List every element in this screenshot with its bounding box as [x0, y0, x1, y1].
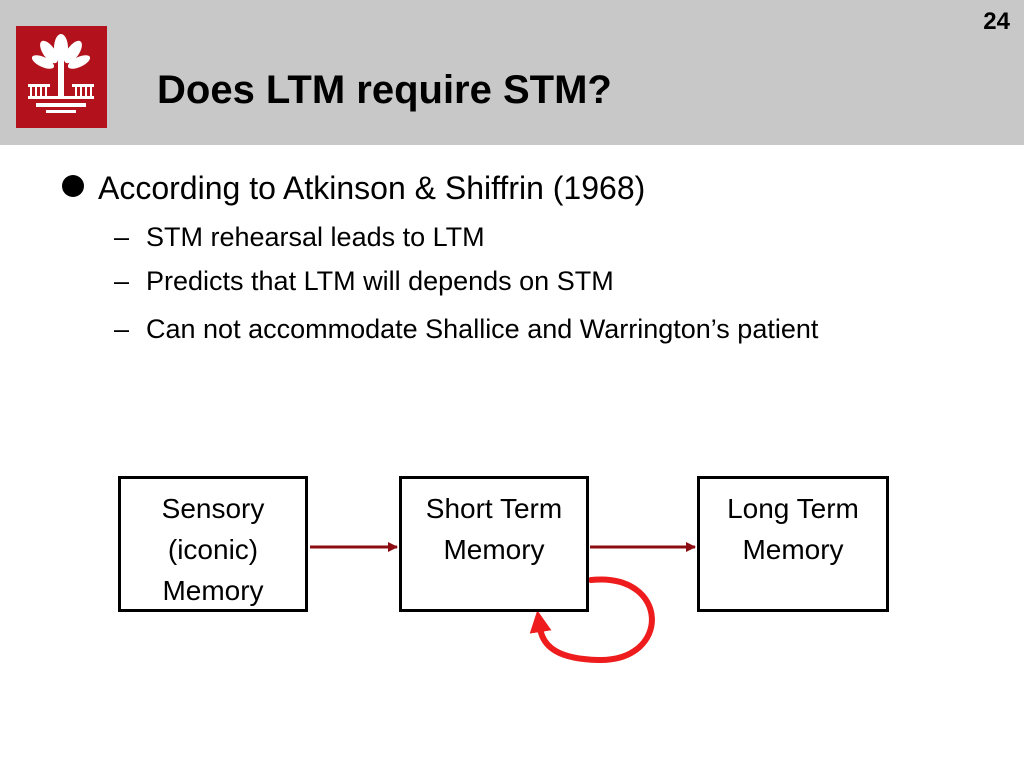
- slide-header: Does LTM require STM? 24: [0, 0, 1024, 145]
- dash-icon: –: [114, 266, 130, 296]
- box-label-line: Long Term: [727, 493, 859, 524]
- main-bullet-text: According to Atkinson & Shiffrin (1968): [98, 170, 646, 206]
- sensory-memory-box: Sensory (iconic) Memory: [118, 476, 308, 612]
- short-term-memory-box: Short Term Memory: [399, 476, 589, 612]
- box-label-line: (iconic): [167, 534, 259, 565]
- rehearsal-loop-arrow: [529, 576, 655, 664]
- dash-icon: –: [114, 222, 130, 252]
- sub-bullet-text: STM rehearsal leads to LTM: [146, 222, 485, 252]
- box-label-line: Memory: [162, 575, 264, 606]
- sub-bullet-text: Predicts that LTM will depends on STM: [146, 266, 614, 296]
- main-bullet: According to Atkinson & Shiffrin (1968): [62, 168, 645, 208]
- sub-bullet-3: – Can not accommodate Shallice and Warri…: [114, 314, 906, 345]
- slide-title: Does LTM require STM?: [157, 68, 612, 112]
- dash-icon: –: [114, 314, 130, 344]
- sub-bullet-1: – STM rehearsal leads to LTM: [114, 222, 906, 253]
- page-number: 24: [983, 8, 1010, 35]
- palmetto-seal-icon: [16, 26, 107, 128]
- box-label-line: Memory: [742, 534, 844, 565]
- sub-bullet-text: Can not accommodate Shallice and Warring…: [146, 314, 819, 344]
- bullet-dot-icon: [62, 175, 84, 197]
- box-label-line: Memory: [443, 534, 545, 565]
- sub-bullet-2: – Predicts that LTM will depends on STM: [114, 266, 906, 297]
- box-label-line: Sensory: [161, 493, 265, 524]
- box-label-line: Short Term: [425, 493, 563, 524]
- long-term-memory-box: Long Term Memory: [697, 476, 889, 612]
